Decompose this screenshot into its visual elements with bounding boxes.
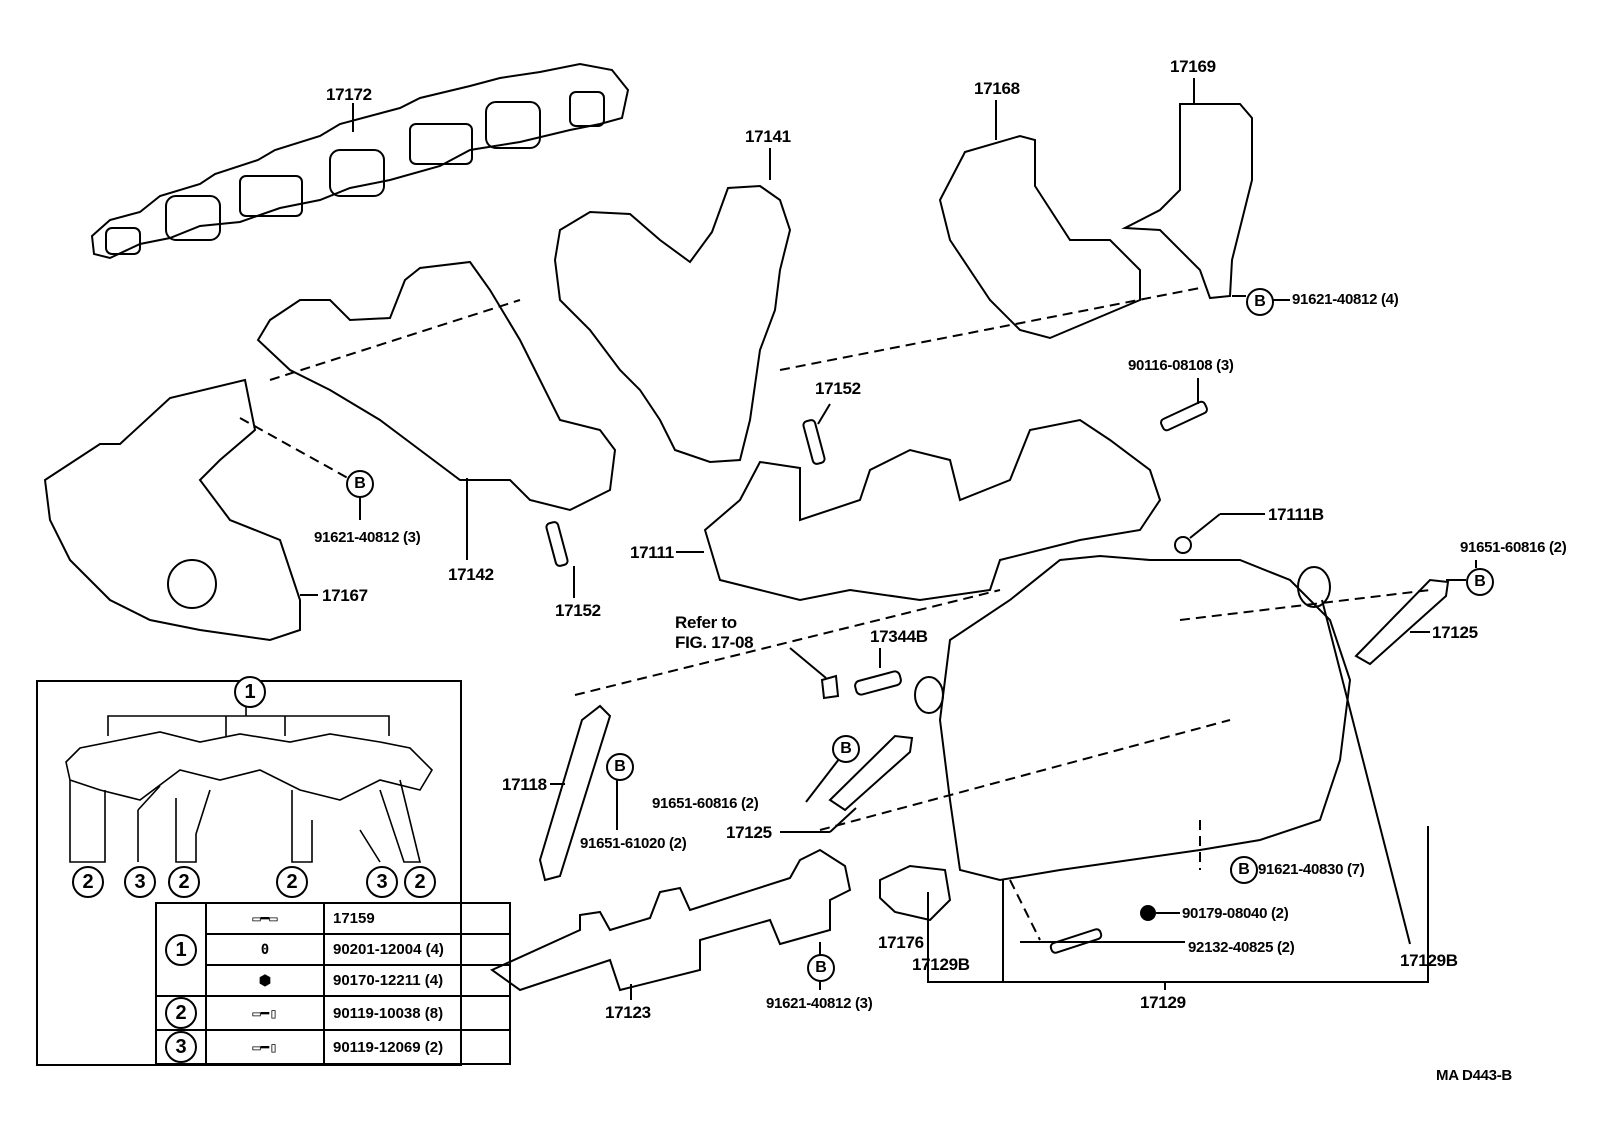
legend-row: ⬢ 90170-12211 (4) — [156, 964, 511, 997]
label-17172[interactable]: 17172 — [326, 85, 372, 104]
bolt-icon: ▭━▯ — [205, 995, 325, 1031]
label-17125-right[interactable]: 17125 — [1432, 623, 1478, 642]
exhaust-manifold-17141 — [553, 184, 792, 464]
manifold-gasket-17172 — [90, 62, 630, 260]
stud-17152-upper — [802, 419, 826, 465]
guide-lines — [239, 287, 1431, 941]
heat-insulator-17169 — [1121, 103, 1253, 300]
group-marker-2: 2 — [276, 866, 308, 898]
legend-part-number[interactable]: 90170-12211 (4) — [323, 964, 511, 997]
cap-17111B — [1174, 536, 1192, 554]
stud-bolt-icon: ▭━▭ — [252, 911, 278, 927]
bolt-marker-b: B — [1230, 856, 1258, 884]
union-17344B — [854, 670, 902, 696]
legend-part-number[interactable]: 90201-12004 (4) — [323, 933, 511, 966]
label-91621-40830-7[interactable]: 91621-40830 (7) — [1258, 861, 1365, 878]
label-91621-40812-3-bottom[interactable]: 91621-40812 (3) — [766, 995, 873, 1012]
label-91651-60816-2-mid[interactable]: 91651-60816 (2) — [652, 795, 759, 812]
stud-bolt-icon: ▭━▭ — [205, 902, 325, 935]
group-marker-2: 2 — [404, 866, 436, 898]
group-marker-3: 3 — [124, 866, 156, 898]
stud-17152-lower — [545, 521, 569, 567]
group-marker-3: 3 — [165, 1031, 197, 1063]
legend-part-number[interactable]: 90119-10038 (8) — [323, 995, 511, 1031]
label-90116-08108-3[interactable]: 90116-08108 (3) — [1128, 357, 1234, 374]
label-91621-40812-4[interactable]: 91621-40812 (4) — [1292, 291, 1399, 308]
manifold-stay-17125-mid — [828, 734, 914, 812]
label-90179-08040-2[interactable]: 90179-08040 (2) — [1182, 905, 1289, 922]
label-17111B[interactable]: 17111B — [1268, 505, 1324, 524]
label-17344B[interactable]: 17344B — [870, 627, 928, 646]
legend-group-cell: 2 — [155, 995, 207, 1031]
flange-bolt-icon: ▭━▯ — [205, 1029, 325, 1065]
nut-icon: ⬢ — [258, 973, 272, 989]
legend-row: 0 90201-12004 (4) — [156, 933, 511, 966]
label-17142[interactable]: 17142 — [448, 565, 494, 584]
bolt-marker-b: B — [606, 753, 634, 781]
group-marker-1: 1 — [234, 676, 266, 708]
intake-manifold-17129 — [938, 554, 1352, 882]
group-marker-2: 2 — [165, 997, 197, 1029]
exhaust-manifold-17142 — [256, 260, 617, 512]
label-17176[interactable]: 17176 — [878, 933, 924, 952]
nut-90179 — [1140, 905, 1156, 921]
legend-group-cell: 3 — [155, 1029, 207, 1065]
bolt-icon: ▭━▯ — [252, 1005, 278, 1022]
clamp-fig-17-08 — [820, 674, 840, 700]
label-17141[interactable]: 17141 — [745, 127, 791, 146]
legend-row: 2 ▭━▯ 90119-10038 (8) — [155, 995, 511, 1031]
label-refer-to: Refer to — [675, 613, 737, 632]
stud-92132 — [1049, 928, 1103, 954]
label-17123[interactable]: 17123 — [605, 1003, 651, 1022]
washer-icon: 0 — [205, 933, 325, 966]
nut-icon: ⬢ — [205, 964, 325, 997]
figure-code: MA D443-B — [1436, 1067, 1512, 1084]
manifold-stay-17118 — [538, 704, 612, 882]
link-fig-17-08[interactable]: FIG. 17-08 — [675, 633, 754, 652]
label-17129B-left[interactable]: 17129B — [912, 955, 970, 974]
gasket-17176 — [879, 864, 952, 922]
bolt-marker-b: B — [1246, 288, 1274, 316]
label-17168[interactable]: 17168 — [974, 79, 1020, 98]
legend-group-cell: 1 — [155, 902, 207, 997]
leader-17152-upper — [817, 403, 831, 425]
label-91651-61020-2[interactable]: 91651-61020 (2) — [580, 835, 687, 852]
bolt-marker-b: B — [346, 470, 374, 498]
group-marker-1: 1 — [165, 933, 197, 966]
leader-bracket-17129 — [927, 826, 1429, 983]
group-marker-2: 2 — [72, 866, 104, 898]
inset-bolt-location-sketch — [65, 706, 434, 863]
legend-part-number[interactable]: 17159 — [323, 902, 511, 935]
manifold-stay-17125-right — [1354, 578, 1450, 666]
label-17152-upper[interactable]: 17152 — [815, 379, 861, 398]
label-17118[interactable]: 17118 — [502, 775, 547, 794]
label-17125-mid[interactable]: 17125 — [726, 823, 772, 842]
manifold-stiffener-17123 — [490, 848, 852, 992]
label-92132-40825-2[interactable]: 92132-40825 (2) — [1188, 939, 1295, 956]
label-17129B-right[interactable]: 17129B — [1400, 951, 1458, 970]
label-17129[interactable]: 17129 — [1140, 993, 1186, 1012]
label-91651-60816-2-right[interactable]: 91651-60816 (2) — [1460, 539, 1567, 556]
legend-part-number[interactable]: 90119-12069 (2) — [323, 1029, 511, 1065]
heat-insulator-17168 — [938, 134, 1141, 340]
group-marker-3: 3 — [366, 866, 398, 898]
heat-insulator-17167 — [43, 378, 301, 642]
bolt-marker-b: B — [807, 954, 835, 982]
label-91621-40812-3-left[interactable]: 91621-40812 (3) — [314, 529, 421, 546]
stud-90116 — [1160, 400, 1208, 432]
bolt-marker-b: B — [832, 735, 860, 763]
label-17167[interactable]: 17167 — [322, 586, 368, 605]
legend-row: 3 ▭━▯ 90119-12069 (2) — [155, 1029, 511, 1065]
bolt-marker-b: B — [1466, 568, 1494, 596]
fastener-legend-table: 1 ▭━▭ 17159 0 90201-12004 (4) ⬢ 90170-12… — [155, 902, 511, 1065]
intake-manifold-17111 — [703, 418, 1162, 602]
label-17169[interactable]: 17169 — [1170, 57, 1216, 76]
group-marker-2: 2 — [168, 866, 200, 898]
label-17111[interactable]: 17111 — [630, 543, 674, 562]
legend-row: 1 ▭━▭ 17159 — [155, 902, 511, 997]
label-17152-lower[interactable]: 17152 — [555, 601, 601, 620]
washer-icon: 0 — [260, 942, 270, 958]
flange-bolt-icon: ▭━▯ — [252, 1039, 278, 1056]
